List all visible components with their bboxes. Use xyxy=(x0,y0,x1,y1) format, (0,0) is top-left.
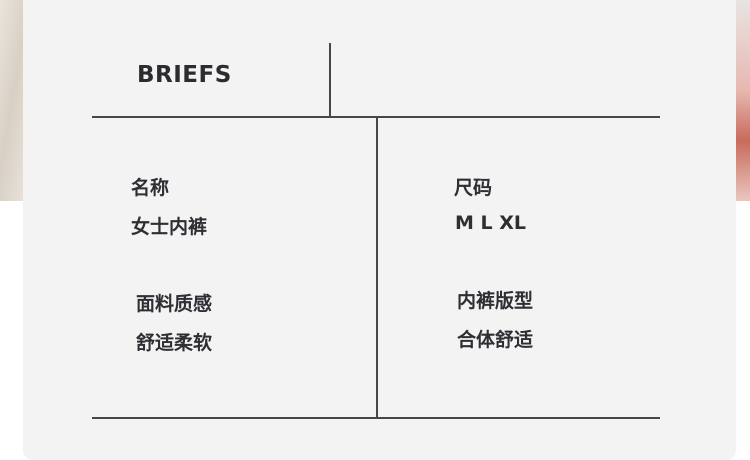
spec-label-fit: 内裤版型 xyxy=(457,290,534,312)
spec-label-size: 尺码 xyxy=(454,177,493,199)
product-title: BRIEFS xyxy=(137,62,232,88)
spec-value-size: M L XL xyxy=(455,212,526,234)
spec-value-name: 女士内裤 xyxy=(131,216,208,238)
spec-value-fit: 合体舒适 xyxy=(457,329,534,351)
spec-label-name: 名称 xyxy=(131,177,170,199)
spec-label-fabric: 面料质感 xyxy=(136,293,213,315)
divider-bottom-horizontal xyxy=(92,417,660,419)
divider-center-vertical xyxy=(376,117,378,418)
spec-value-fabric: 舒适柔软 xyxy=(136,332,213,354)
divider-title-vertical xyxy=(329,43,331,117)
spec-card xyxy=(23,0,736,460)
